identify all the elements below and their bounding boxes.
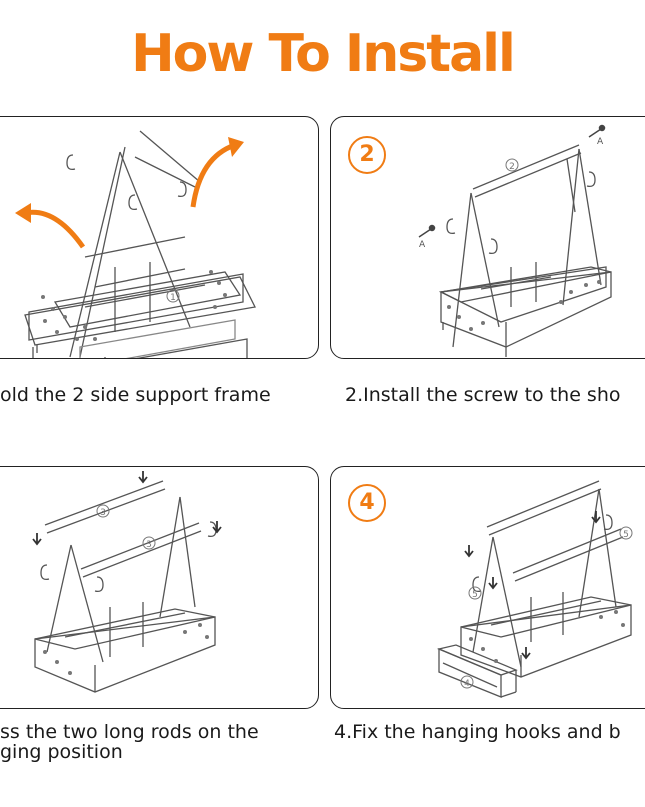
screw-label-a-left: A: [419, 240, 426, 250]
step-2-caption: 2.Install the screw to the sho: [345, 384, 621, 406]
part-label-4: 4: [464, 679, 470, 689]
page-title: How To Install: [131, 24, 516, 84]
step-3-panel: 3 3: [0, 466, 319, 709]
part-label-1: 1: [170, 293, 176, 303]
step-4-illustration: 5 5 4: [436, 480, 633, 698]
step-1-caption: old the 2 side support frame: [0, 384, 271, 406]
step-4-panel: 4: [330, 466, 645, 709]
part-label-5-right: 5: [623, 530, 629, 540]
step-4-caption: 4.Fix the hanging hooks and b: [334, 721, 621, 743]
part-label-5-left: 5: [472, 590, 478, 600]
step-3-caption-line1: ss the two long rods on the: [0, 721, 259, 743]
step-4-badge: 4: [348, 484, 386, 522]
part-label-3-bottom: 3: [146, 540, 152, 550]
step-3-caption-line2: ging position: [0, 741, 123, 763]
part-label-2: 2: [509, 162, 515, 172]
step-3-illustration: 3 3: [32, 471, 222, 693]
step-2-badge: 2: [348, 136, 386, 174]
step-1-panel: 1: [0, 116, 319, 359]
step-2-panel: 2: [330, 116, 645, 359]
part-label-3-top: 3: [100, 508, 106, 518]
step-1-illustration: 1: [15, 130, 256, 358]
step-2-illustration: A A 2: [418, 124, 612, 357]
screw-label-a-top: A: [597, 137, 604, 147]
